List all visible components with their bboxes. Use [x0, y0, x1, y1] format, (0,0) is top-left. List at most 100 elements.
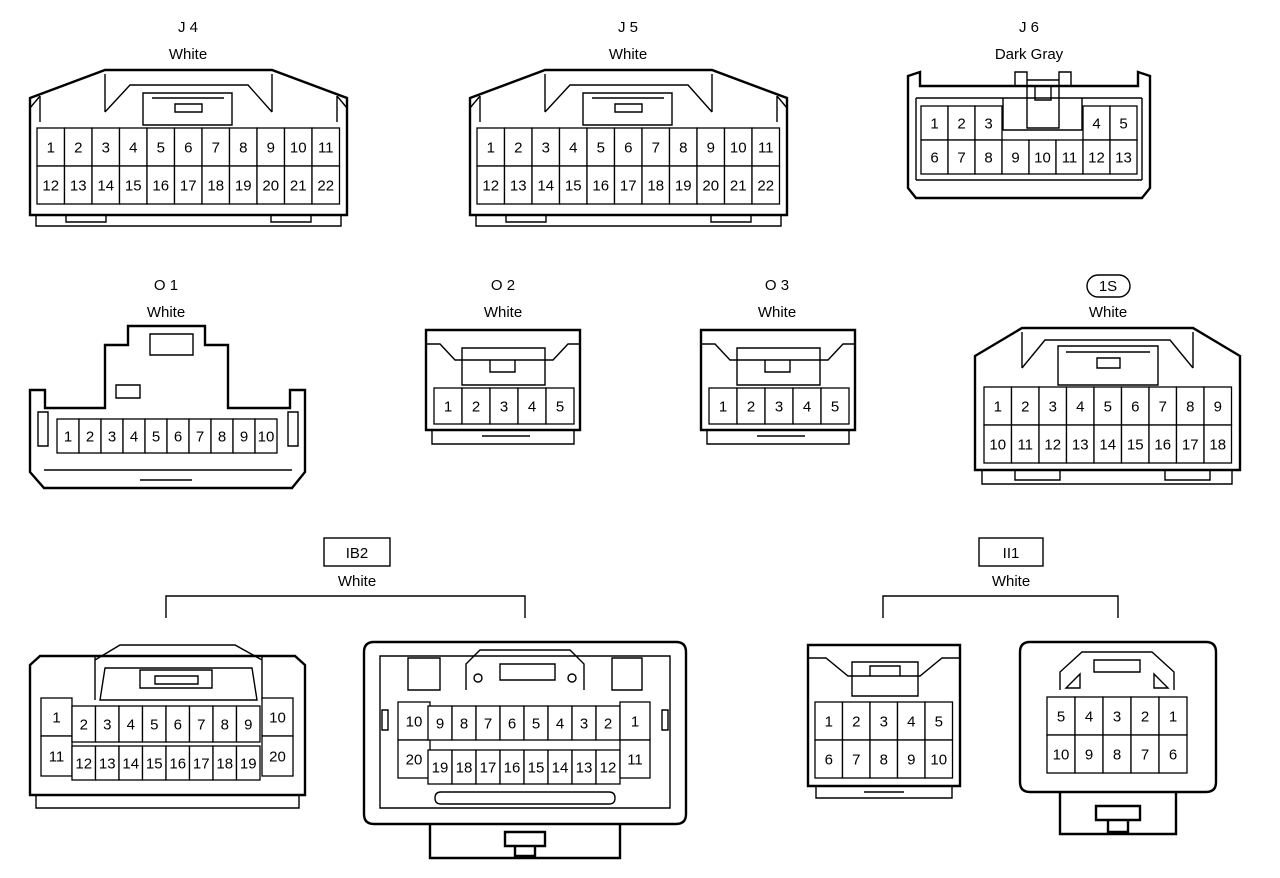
- ib2m-pin-14-label: 14: [552, 760, 569, 777]
- 1s-pin-12-label: 12: [1044, 437, 1061, 454]
- ib2f-pin-8-label: 8: [221, 717, 229, 734]
- j5-pin-2-label: 2: [514, 140, 522, 157]
- o3-pin-2-cell: [736, 387, 766, 425]
- ib2m-pin-11-label: 11: [627, 752, 643, 769]
- ib2m-pin-19-label: 19: [432, 760, 449, 777]
- o2-pin-5-label: 5: [556, 399, 564, 416]
- 1s-pin-11-cell: [1010, 424, 1040, 464]
- j5-pin-13-cell: [503, 165, 533, 205]
- ii1m-pin-4-label: 4: [1085, 709, 1093, 726]
- o3-pin-3-cell: [764, 387, 794, 425]
- connector-j6-code: J 6: [1019, 19, 1039, 36]
- o3-pin-4-label: 4: [803, 399, 811, 416]
- j4-pin-21-label: 21: [290, 178, 307, 195]
- ib2m-pin-18-cell: [451, 749, 477, 785]
- ii1f-pin-2-label: 2: [852, 714, 860, 731]
- connector-o3-color: White: [758, 304, 796, 321]
- ii1m-pin-9-cell: [1074, 734, 1104, 774]
- o2-pin-1-label: 1: [444, 399, 452, 416]
- j6-pin-4-cell: [1082, 105, 1111, 141]
- j4-pin-7-label: 7: [212, 140, 220, 157]
- j4-pin-1-label: 1: [47, 140, 55, 157]
- ib2m-pin-2-cell: [595, 705, 621, 741]
- j5-pin-16-label: 16: [592, 178, 609, 195]
- ii1f-pin-10-label: 10: [930, 752, 947, 769]
- ib2f-pin-9-label: 9: [244, 717, 252, 734]
- ib2f-pin-9-cell: [235, 705, 261, 743]
- j5-pin-11-cell: [751, 127, 781, 167]
- o3-pin-5-cell: [820, 387, 850, 425]
- ib2m-pin-5-label: 5: [532, 716, 540, 733]
- ib2m-pin-16-label: 16: [504, 760, 521, 777]
- o2-pin-3-label: 3: [500, 399, 508, 416]
- j5-pin-8-cell: [668, 127, 698, 167]
- connector-1s-color: White: [1089, 304, 1127, 321]
- connector-1s-code-badge: [1086, 274, 1131, 298]
- ib2m-pin-20-label: 20: [406, 752, 423, 769]
- ii1m-pin-9-label: 9: [1085, 747, 1093, 764]
- o1-pin-4-label: 4: [130, 429, 138, 446]
- 1s-pin-18-cell: [1203, 424, 1233, 464]
- j6-pin-2-label: 2: [957, 116, 965, 133]
- j6-pin-12-label: 12: [1088, 150, 1105, 167]
- j5-pin-5-label: 5: [597, 140, 605, 157]
- ib2m-pin-10-cell: [397, 701, 431, 741]
- j4-pin-5-label: 5: [157, 140, 165, 157]
- ii1m-pin-1-cell: [1158, 696, 1188, 736]
- j4-pin-4-label: 4: [129, 140, 137, 157]
- ib2f-pin-20-label: 20: [269, 749, 286, 766]
- j4-pin-15-cell: [118, 165, 148, 205]
- j5-pin-18-cell: [641, 165, 671, 205]
- j4-pin-18-label: 18: [207, 178, 224, 195]
- ii1f-pin-9-label: 9: [907, 752, 915, 769]
- ib2f-pin-10-label: 10: [269, 710, 286, 727]
- ii1m-pin-7-label: 7: [1141, 747, 1149, 764]
- 1s-pin-17-cell: [1175, 424, 1205, 464]
- ib2m-pin-19-cell: [427, 749, 453, 785]
- 1s-pin-9-label: 9: [1214, 399, 1222, 416]
- ii1f-pin-7-cell: [841, 739, 871, 779]
- 1s-pin-1-label: 1: [994, 399, 1002, 416]
- connector-o3-housing: [699, 328, 857, 432]
- ib2m-pin-7-label: 7: [484, 716, 492, 733]
- ii1m-pin-6-cell: [1158, 734, 1188, 774]
- connector-ii1-code: II1: [1003, 545, 1020, 562]
- o1-pin-9-label: 9: [240, 429, 248, 446]
- ib2m-pin-1-label: 1: [631, 714, 639, 731]
- connector-o1-code: O 1: [154, 277, 178, 294]
- connector-o2-code: O 2: [491, 277, 515, 294]
- ib2m-pin-12-label: 12: [600, 760, 617, 777]
- j5-pin-5-cell: [586, 127, 616, 167]
- connector-o3-code: O 3: [765, 277, 789, 294]
- j4-pin-22-cell: [311, 165, 341, 205]
- o1-pin-3-label: 3: [108, 429, 116, 446]
- connector-1s-latch: [1021, 332, 1194, 386]
- j5-pin-9-label: 9: [707, 140, 715, 157]
- j4-pin-6-label: 6: [184, 140, 192, 157]
- j4-pin-21-cell: [283, 165, 313, 205]
- ii1m-pin-2-cell: [1130, 696, 1160, 736]
- 1s-pin-2-cell: [1010, 386, 1040, 426]
- o1-pin-1-label: 1: [64, 429, 72, 446]
- ib2m-pin-13-label: 13: [576, 760, 593, 777]
- 1s-pin-12-cell: [1038, 424, 1068, 464]
- j6-pin-10-cell: [1028, 139, 1057, 175]
- connector-j6-color: Dark Gray: [995, 46, 1064, 63]
- ii1m-pin-6-label: 6: [1169, 747, 1177, 764]
- ii1m-pin-5-label: 5: [1057, 709, 1065, 726]
- j4-pin-19-cell: [228, 165, 258, 205]
- ib2f-pin-7-label: 7: [197, 717, 205, 734]
- j4-pin-20-cell: [256, 165, 286, 205]
- j4-pin-18-cell: [201, 165, 231, 205]
- connector-o2-color: White: [484, 304, 522, 321]
- j5-pin-4-cell: [558, 127, 588, 167]
